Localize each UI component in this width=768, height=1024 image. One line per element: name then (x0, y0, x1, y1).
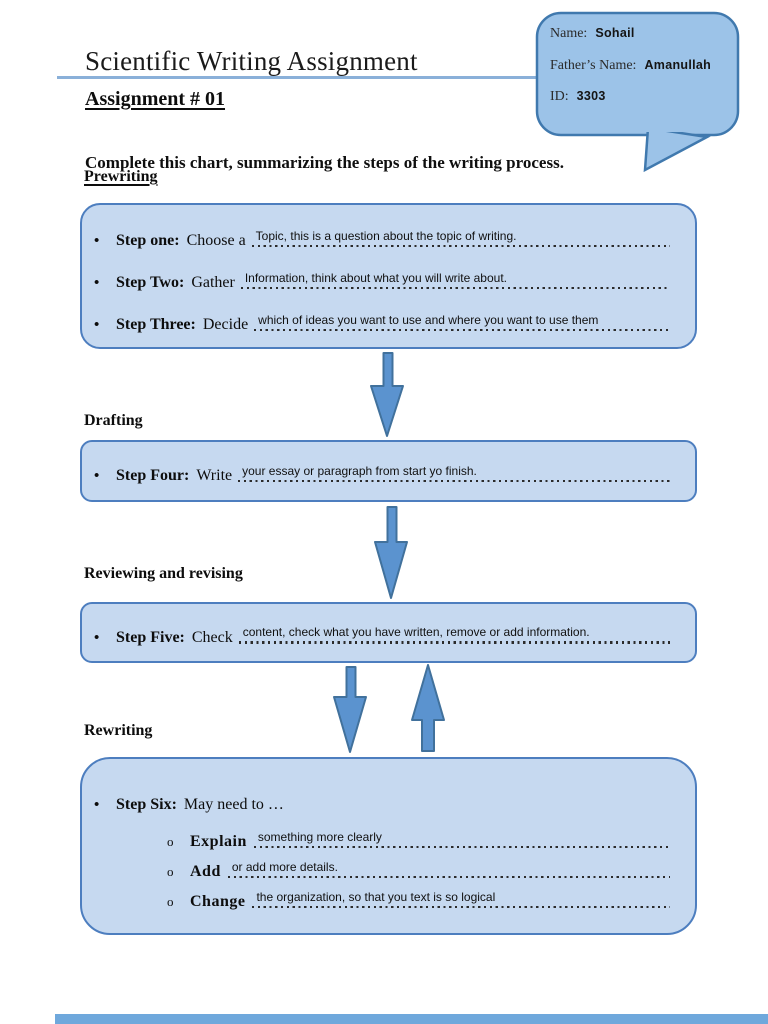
step-label: Step Two: (116, 274, 185, 291)
step-lead-text: Decide (202, 316, 249, 333)
step-label: Step Six: (116, 796, 177, 813)
substep-label: Change (190, 893, 246, 910)
page-title: Scientific Writing Assignment (85, 46, 418, 76)
next-page-edge-bar (55, 1014, 768, 1024)
answer-text: or add more details. (231, 859, 338, 874)
stage-heading-drafting: Drafting (84, 412, 143, 429)
step-lead-text: May need to … (183, 796, 284, 813)
step-lead-text: Check (191, 628, 233, 646)
dotted-line (253, 845, 670, 848)
bullet-marker: • (94, 797, 100, 813)
substep-row: o Explain something more clearly (167, 822, 670, 852)
answer-text: your essay or paragraph from start yo fi… (242, 463, 477, 478)
assignment-number: Assignment # 01 (85, 88, 226, 110)
answer-text: something more clearly (257, 829, 382, 844)
answer-text: the organization, so that you text is so… (256, 889, 496, 904)
step-row: • Step Two: Gather Information, think ab… (94, 263, 670, 293)
step-box-prewriting: • Step one: Choose a Topic, this is a qu… (80, 203, 697, 349)
stage-heading-prewriting: Prewriting (84, 168, 158, 185)
down-arrow-icon (374, 506, 408, 599)
student-name-row: Name: Sohail (550, 26, 635, 42)
step-row: • Step Three: Decide which of ideas you … (94, 305, 670, 335)
sub-bullet-marker: o (167, 864, 174, 879)
bullet-marker: • (94, 629, 100, 646)
step-label: Step Five: (116, 628, 185, 646)
sub-bullet-marker: o (167, 894, 174, 909)
answer-text: content, check what you have written, re… (242, 625, 590, 640)
bullet-marker: • (94, 275, 100, 291)
father-name-label: Father’s Name: (550, 58, 637, 73)
step-label: Step Four: (116, 467, 190, 484)
answer-line: the organization, so that you text is so… (252, 890, 670, 908)
step-row: • Step one: Choose a Topic, this is a qu… (94, 221, 670, 251)
speech-bubble-shape (535, 11, 740, 173)
dotted-line (252, 905, 670, 908)
name-label: Name: (550, 26, 588, 41)
step-box-rewriting: • Step Six: May need to … o Explain some… (80, 757, 697, 935)
step-label: Step Three: (116, 316, 196, 333)
answer-line: something more clearly (253, 829, 670, 848)
instruction-text: Complete this chart, summarizing the ste… (85, 153, 564, 172)
answer-line: or add more details. (227, 859, 670, 878)
answer-text: Information, think about what you will w… (244, 270, 507, 285)
stage-heading-rewriting: Rewriting (84, 722, 153, 739)
answer-text: Topic, this is a question about the topi… (255, 228, 517, 243)
step-box-drafting: • Step Four: Write your essay or paragra… (80, 440, 697, 502)
step-lead-text: Gather (191, 274, 235, 291)
name-value: Sohail (595, 26, 635, 40)
bullet-marker: • (94, 468, 100, 484)
id-row: ID: 3303 (550, 89, 606, 105)
dotted-line (251, 244, 670, 247)
answer-line: which of ideas you want to use and where… (254, 313, 670, 331)
down-arrow-icon (333, 666, 367, 753)
dotted-line (238, 641, 670, 644)
down-arrow-icon (370, 352, 404, 437)
sub-bullet-marker: o (167, 834, 174, 849)
title-divider (57, 76, 536, 79)
up-arrow-icon (411, 664, 445, 752)
bullet-marker: • (94, 233, 100, 249)
bullet-marker: • (94, 317, 100, 333)
id-label: ID: (550, 89, 569, 104)
dotted-line (227, 875, 670, 878)
father-name-value: Amanullah (644, 58, 712, 72)
dotted-line (238, 479, 670, 482)
answer-line: your essay or paragraph from start yo fi… (238, 464, 670, 482)
dotted-line (254, 328, 670, 331)
substep-label: Explain (190, 833, 247, 850)
father-name-row: Father’s Name: Amanullah (550, 58, 711, 74)
answer-text: which of ideas you want to use and where… (258, 312, 599, 327)
step-row: • Step Five: Check content, check what y… (94, 618, 670, 648)
answer-line: content, check what you have written, re… (238, 625, 670, 644)
answer-line: Topic, this is a question about the topi… (251, 228, 670, 247)
id-value: 3303 (576, 89, 606, 103)
step-box-reviewing: • Step Five: Check content, check what y… (80, 602, 697, 663)
substep-label: Add (190, 863, 221, 880)
answer-line: Information, think about what you will w… (240, 270, 670, 289)
step-row: • Step Six: May need to … (94, 785, 670, 815)
step-label: Step one: (116, 232, 180, 249)
step-lead-text: Choose a (186, 232, 246, 249)
dotted-line (240, 286, 670, 289)
step-lead-text: Write (196, 467, 233, 484)
substep-row: o Change the organization, so that you t… (167, 882, 670, 912)
stage-heading-reviewing: Reviewing and revising (84, 565, 243, 582)
step-row: • Step Four: Write your essay or paragra… (94, 456, 670, 486)
substep-row: o Add or add more details. (167, 852, 670, 882)
